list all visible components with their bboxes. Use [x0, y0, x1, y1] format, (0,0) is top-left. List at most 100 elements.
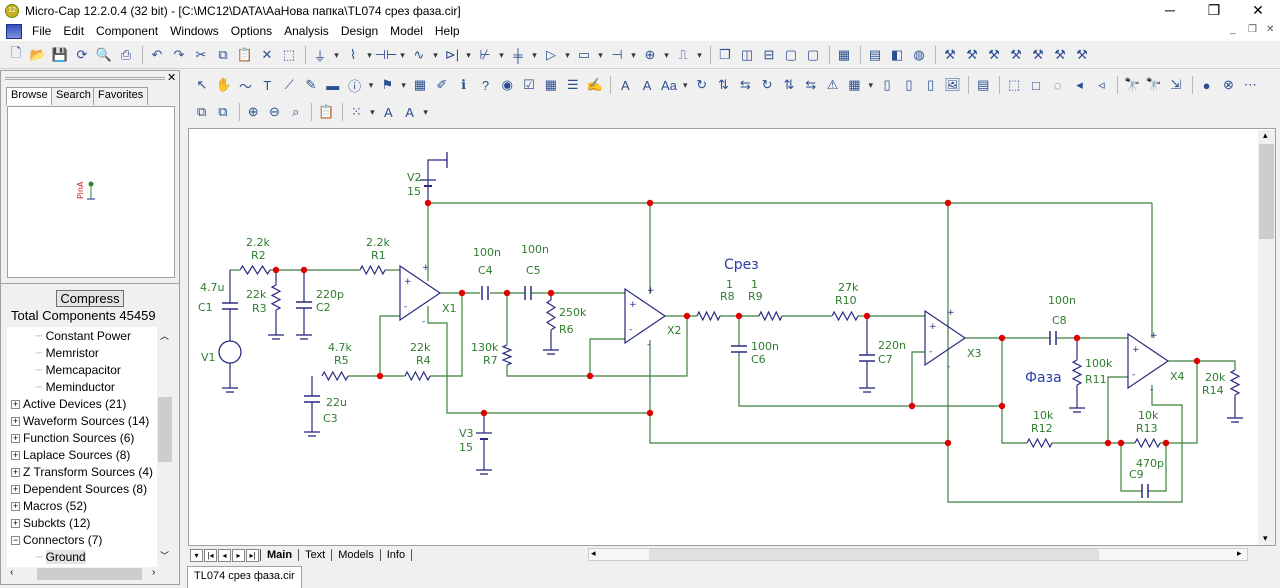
text-icon[interactable]: T [263, 77, 272, 93]
tree-item[interactable]: +Laplace Sources (8) [11, 448, 130, 462]
sheet-tab-text[interactable]: Text [298, 549, 331, 561]
square-icon[interactable]: □ [1031, 77, 1040, 93]
scroll-left-icon[interactable]: ◂ [591, 548, 596, 558]
edit-icon[interactable]: ✍ [586, 77, 603, 92]
expand-icon[interactable]: + [11, 433, 20, 444]
table-icon[interactable]: ▦ [413, 77, 427, 92]
scroll-down-icon[interactable]: ▾ [1263, 533, 1268, 543]
cascade-windows-icon[interactable]: ❐ [719, 47, 731, 62]
tool-icon[interactable]: ⚒ [1054, 47, 1066, 62]
tool-icon[interactable]: ⚒ [1010, 47, 1022, 62]
list-icon[interactable]: ☰ [566, 77, 579, 92]
dropdown-icon[interactable]: ▾ [370, 106, 375, 117]
font-color-icon[interactable]: A [405, 104, 414, 120]
mdi-close-button[interactable]: ✕ [1266, 24, 1275, 35]
dropdown-icon[interactable]: ▾ [400, 49, 405, 60]
menu-analysis[interactable]: Analysis [284, 24, 329, 38]
tab-search[interactable]: Search [51, 87, 96, 105]
ground-icon[interactable]: ⏚ [313, 48, 327, 64]
circle-icon[interactable]: ◌ [1053, 77, 1062, 93]
zoom-in-icon[interactable]: ⊕ [247, 104, 259, 119]
shape-editor-icon[interactable]: ◧ [890, 47, 904, 62]
undo-icon[interactable]: ↶ [151, 47, 163, 62]
expand-icon[interactable]: + [11, 484, 20, 495]
attribute-text-icon[interactable]: A [642, 77, 652, 93]
tree-item[interactable]: ┈ Constant Power [35, 329, 131, 343]
find-icon[interactable]: 🔭 [1124, 77, 1141, 92]
transistor-icon[interactable]: ⊬ [479, 47, 491, 62]
page-icon[interactable]: ▯ [905, 77, 913, 92]
flag-icon[interactable]: ⚑ [381, 77, 394, 92]
bus-icon[interactable]: ▬ [326, 77, 340, 93]
grid-dots-icon[interactable]: ⁙ [350, 104, 362, 119]
tool-icon[interactable]: ⚒ [988, 47, 1000, 62]
expand-icon[interactable]: + [11, 501, 20, 512]
scroll-thumb[interactable] [158, 397, 172, 462]
diagonal-wire-icon[interactable]: ⟋ [284, 77, 294, 92]
tree-item[interactable]: +Macros (52) [11, 499, 87, 513]
package-editor-icon[interactable]: ◍ [913, 47, 925, 62]
opamp-icon[interactable]: ▷ [546, 47, 556, 62]
scroll-down-icon[interactable]: ﹀ [160, 551, 170, 561]
dropdown-icon[interactable]: ▾ [697, 49, 702, 60]
tool-icon[interactable]: ⚒ [1032, 47, 1044, 62]
tree-item[interactable]: +Function Sources (6) [11, 431, 134, 445]
compress-button[interactable]: Compress [56, 290, 124, 307]
hscroll-thumb[interactable] [649, 549, 1099, 560]
cut-icon[interactable]: ✂ [195, 47, 207, 62]
pencil-icon[interactable]: ✎ [305, 77, 317, 92]
dropdown-icon[interactable]: ▾ [466, 49, 471, 60]
menu-component[interactable]: Component [96, 24, 159, 38]
expand-icon[interactable]: + [11, 450, 20, 461]
tree-item[interactable]: +Waveform Sources (14) [11, 414, 149, 428]
tile-horizontal-icon[interactable]: ⊟ [763, 47, 775, 62]
menu-help[interactable]: Help [434, 24, 460, 38]
scroll-left-icon[interactable]: ‹ [10, 567, 14, 578]
canvas-vertical-scrollbar[interactable]: ▴ ▾ [1258, 130, 1275, 545]
tree-horizontal-scrollbar[interactable]: ‹ › [7, 567, 173, 581]
expand-icon[interactable]: + [11, 399, 20, 410]
flip-icon[interactable]: ⇅ [783, 77, 795, 92]
canvas-horizontal-scrollbar[interactable]: ◂ ▸ [588, 548, 1248, 561]
grid-icon[interactable]: ▦ [848, 77, 861, 92]
stop-icon[interactable]: ⊗ [1222, 77, 1234, 92]
print-preview-icon[interactable]: 🔍 [95, 47, 113, 62]
page-icon[interactable]: ▯ [927, 77, 935, 92]
clipboard-icon[interactable]: 📋 [317, 104, 335, 119]
calculator-icon[interactable]: ▦ [837, 47, 851, 62]
schematic[interactable]: +-+-X1+-+-X2+-+-X3+-+-X4V215V315V14.7uC1… [189, 129, 1259, 545]
tree-item[interactable]: −Connectors (7) [11, 533, 102, 547]
copy-to-front-icon[interactable]: ⧉ [197, 104, 207, 119]
tree-item[interactable]: +Z Transform Sources (4) [11, 465, 153, 479]
resistor-icon[interactable]: ⌇ [349, 47, 357, 62]
save-icon[interactable]: 💾 [51, 47, 69, 62]
tile-vertical-icon[interactable]: ◫ [740, 47, 754, 62]
menu-file[interactable]: File [32, 24, 52, 38]
dropdown-icon[interactable]: ▾ [868, 79, 873, 90]
tree-item[interactable]: ┈ Memcapacitor [35, 363, 121, 377]
tool-icon[interactable]: ⚒ [966, 47, 978, 62]
mosfet-icon[interactable]: ╪ [513, 47, 523, 63]
dropdown-icon[interactable]: ▾ [532, 49, 537, 60]
minimize-button[interactable]: ─ [1165, 2, 1175, 18]
zoom-fit-icon[interactable]: ⌕ [292, 104, 300, 119]
dropdown-icon[interactable]: ▾ [683, 79, 688, 90]
sheet-menu-button[interactable]: ▾ [190, 548, 203, 562]
flip-icon[interactable]: ⇅ [718, 77, 729, 92]
inductor-icon[interactable]: ∿ [413, 47, 425, 62]
tool-icon[interactable]: ⚒ [1076, 47, 1088, 62]
close-panel-icon[interactable]: ✕ [167, 72, 177, 84]
tree-item[interactable]: ┈ Memristor [35, 346, 99, 360]
sheet-tab-info[interactable]: Info [379, 549, 413, 561]
probe-icon[interactable]: ✐ [436, 77, 448, 92]
refresh-icon[interactable]: ⟳ [76, 47, 88, 62]
delete-icon[interactable]: ✕ [261, 47, 273, 62]
panel-splitter[interactable] [1, 283, 179, 284]
page-icon[interactable]: ▯ [883, 77, 891, 92]
open-folder-icon[interactable]: 📂 [29, 47, 47, 62]
tree-vertical-scrollbar[interactable]: ︿ ﹀ [157, 327, 173, 567]
prev-sheet-button[interactable]: ◂ [218, 548, 231, 562]
rotate-icon[interactable]: ↻ [696, 77, 708, 92]
hscroll-thumb[interactable] [37, 568, 142, 580]
